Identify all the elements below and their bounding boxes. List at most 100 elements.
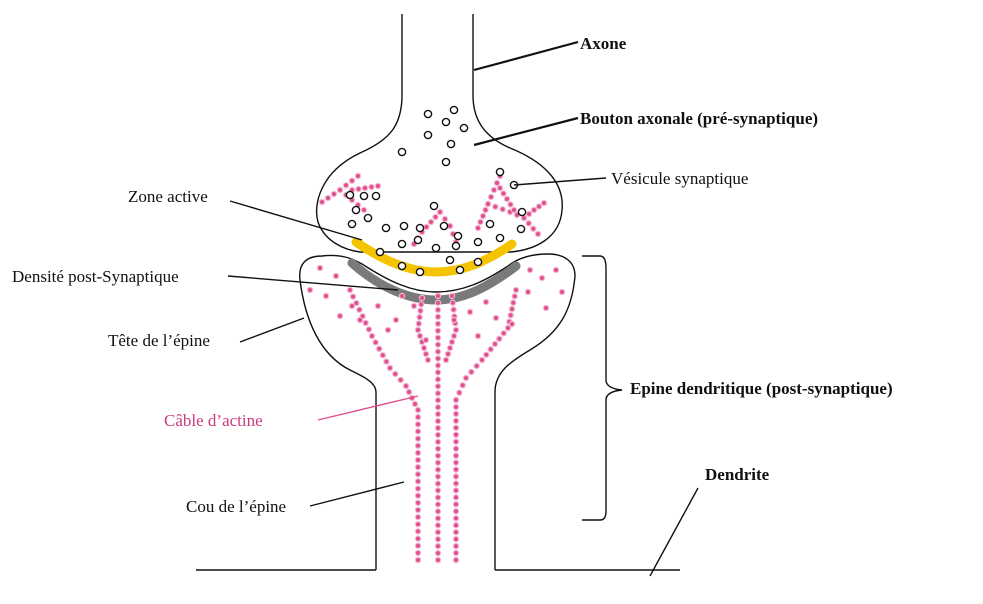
actin-dot	[453, 509, 458, 514]
vesicle	[376, 248, 383, 255]
actin-dot	[351, 294, 356, 299]
actin-dot	[435, 523, 440, 528]
actin-dot	[435, 460, 440, 465]
actin-dot	[380, 353, 385, 358]
actin-dot	[377, 346, 382, 351]
actin-dot	[525, 289, 530, 294]
actin-dot	[447, 345, 452, 350]
actin-dot	[415, 529, 420, 534]
actin-dot	[347, 287, 352, 292]
actin-dot	[463, 375, 468, 380]
actin-dot	[543, 305, 548, 310]
actin-dot	[451, 307, 456, 312]
actin-dot	[435, 300, 440, 305]
actin-dot	[421, 345, 426, 350]
vesicle	[474, 238, 481, 245]
vesicle	[416, 224, 423, 231]
vesicle	[398, 148, 405, 155]
actin-dot	[424, 224, 429, 229]
actin-dot	[343, 183, 348, 188]
actin-dot	[435, 474, 440, 479]
label-axone: Axone	[580, 34, 627, 53]
vesicle	[414, 236, 421, 243]
actin-dot	[385, 327, 390, 332]
actin-dot	[435, 502, 440, 507]
actin-dot	[541, 200, 546, 205]
actin-dot	[415, 465, 420, 470]
actin-dot	[369, 333, 374, 338]
actin-dot	[527, 267, 532, 272]
actin-dot	[453, 418, 458, 423]
label-densite: Densité post-Synaptique	[12, 267, 179, 286]
actin-dot	[453, 425, 458, 430]
actin-dot	[531, 207, 536, 212]
actin-dot	[526, 211, 531, 216]
label-zone-active: Zone active	[128, 187, 208, 206]
vesicle	[400, 222, 407, 229]
actin-dot	[393, 317, 398, 322]
actin-dot	[373, 340, 378, 345]
actin-dot	[323, 293, 328, 298]
actin-dot	[435, 446, 440, 451]
actin-dot	[355, 173, 360, 178]
actin-dot	[500, 207, 505, 212]
actin-dot	[435, 419, 440, 424]
label-cable: Câble d’actine	[164, 411, 263, 430]
actin-dot	[535, 231, 540, 236]
actin-dot	[415, 522, 420, 527]
actin-dot	[435, 370, 440, 375]
actin-dot	[435, 488, 440, 493]
actin-dot	[488, 194, 493, 199]
actin-dot	[453, 488, 458, 493]
actin-dot	[435, 391, 440, 396]
actin-dot	[415, 457, 420, 462]
actin-dot	[423, 337, 428, 342]
actin-dot	[443, 357, 448, 362]
actin-dot	[483, 207, 488, 212]
actin-dot	[428, 219, 433, 224]
actin-dot	[453, 502, 458, 507]
vesicle	[486, 220, 493, 227]
vesicle	[496, 234, 503, 241]
actin-dot	[415, 436, 420, 441]
actin-dot	[480, 213, 485, 218]
vesicle	[416, 268, 423, 275]
actin-dot	[451, 317, 456, 322]
actin-dot	[387, 365, 392, 370]
actin-dot	[453, 460, 458, 465]
actin-dot	[501, 191, 506, 196]
leader-vesicule	[514, 178, 606, 185]
actin-dot	[453, 432, 458, 437]
actin-dot	[435, 481, 440, 486]
actin-dot	[474, 363, 479, 368]
actin-dot	[435, 453, 440, 458]
actin-dot	[453, 516, 458, 521]
leader-tete	[240, 318, 304, 342]
actin-dot	[415, 493, 420, 498]
actin-dot	[435, 321, 440, 326]
actin-dot	[415, 500, 420, 505]
actin-dot	[307, 287, 312, 292]
actin-dot	[457, 390, 462, 395]
actin-dot	[453, 523, 458, 528]
actin-dot	[435, 530, 440, 535]
actin-dot	[366, 327, 371, 332]
actin-dot	[453, 474, 458, 479]
actin-dot	[384, 359, 389, 364]
actin-dot	[435, 363, 440, 368]
vesicle	[454, 232, 461, 239]
label-tete: Tête de l’épine	[108, 331, 210, 350]
actin-dot	[356, 186, 361, 191]
actin-dot	[475, 333, 480, 338]
vesicle	[456, 266, 463, 273]
actin-dot	[453, 327, 458, 332]
actin-dot	[435, 439, 440, 444]
vesicle	[450, 106, 457, 113]
actin-dot	[415, 327, 420, 332]
vesicle	[364, 214, 371, 221]
actin-dot	[415, 443, 420, 448]
actin-dot	[435, 544, 440, 549]
actin-dot	[453, 495, 458, 500]
actin-dot	[493, 315, 498, 320]
